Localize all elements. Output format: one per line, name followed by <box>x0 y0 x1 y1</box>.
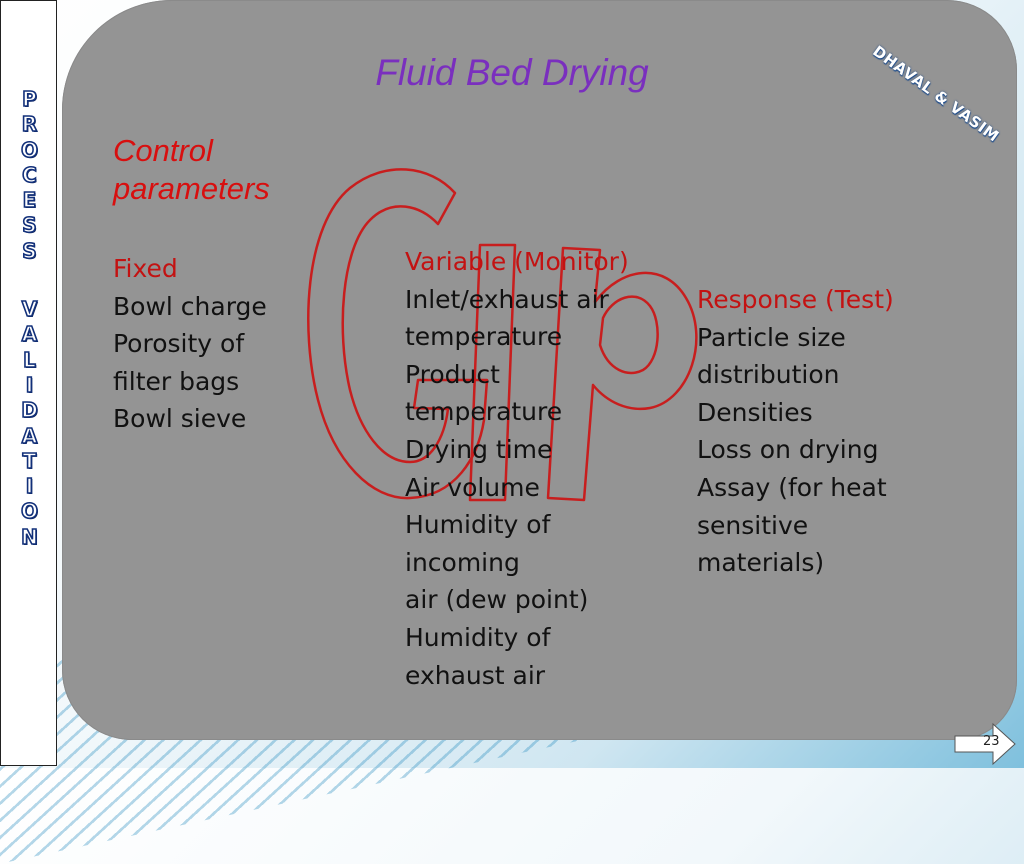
list-item: Bowl charge <box>113 291 267 321</box>
variable-parameters-column: Variable (Monitor) Inlet/exhaust air tem… <box>405 243 695 694</box>
list-item: filter bags <box>113 366 240 396</box>
list-item: Densities <box>697 397 813 427</box>
sidebar-letter: V <box>21 296 38 322</box>
sidebar-letter: N <box>20 524 38 550</box>
sidebar-letter: S <box>21 213 37 239</box>
sidebar-letter: P <box>21 86 37 112</box>
sidebar-banner: P R O C E S S V A L I D A T I O N <box>0 0 57 766</box>
sidebar-letter: R <box>21 111 38 137</box>
sidebar-letter: O <box>20 137 39 163</box>
list-item: incoming <box>405 547 520 577</box>
sidebar-letter: L <box>22 347 36 373</box>
sidebar-letter: I <box>25 473 34 499</box>
page-number: 23 <box>983 734 1000 749</box>
sidebar-letter: D <box>20 397 38 423</box>
page-number-badge[interactable]: 23 <box>953 722 1017 766</box>
fixed-heading: Fixed <box>113 254 178 283</box>
list-item: materials) <box>697 548 825 578</box>
subtitle-line: parameters <box>113 171 270 206</box>
list-item: Assay (for heat <box>697 472 887 502</box>
list-item: Porosity of <box>113 329 245 359</box>
response-heading: Response (Test) <box>697 285 894 314</box>
sidebar-letter: E <box>22 187 37 213</box>
fixed-parameters-column: Fixed Bowl charge Porosity of filter bag… <box>113 250 343 438</box>
sidebar-letter: O <box>20 499 39 525</box>
slide-subtitle: Control parameters <box>113 132 373 208</box>
slide-content-panel <box>62 0 1017 740</box>
subtitle-line: Control <box>113 133 213 168</box>
next-arrow-icon <box>954 722 1016 766</box>
list-item: Humidity of <box>405 622 551 652</box>
sidebar-letter: S <box>21 238 37 264</box>
list-item: Inlet/exhaust air <box>405 284 609 314</box>
response-parameters-column: Response (Test) Particle size distributi… <box>697 281 997 582</box>
list-item: distribution <box>697 360 840 390</box>
sidebar-letter: I <box>25 372 34 398</box>
list-item: Product <box>405 359 500 389</box>
list-item: Particle size <box>697 322 846 352</box>
list-item: Bowl sieve <box>113 404 247 434</box>
list-item: temperature <box>405 322 563 352</box>
list-item: Drying time <box>405 434 553 464</box>
list-item: Air volume <box>405 472 540 502</box>
list-item: temperature <box>405 397 563 427</box>
list-item: exhaust air <box>405 660 546 690</box>
list-item: air (dew point) <box>405 585 589 615</box>
sidebar-vertical-text: P R O C E S S V A L I D A T I O N <box>1 86 58 550</box>
variable-heading: Variable (Monitor) <box>405 247 629 276</box>
slide-title: Fluid Bed Drying <box>375 52 649 93</box>
list-item: sensitive <box>697 510 809 540</box>
sidebar-letter: T <box>22 448 37 474</box>
list-item: Loss on drying <box>697 435 879 465</box>
sidebar-letter: A <box>21 423 38 449</box>
sidebar-letter: A <box>21 322 38 348</box>
list-item: Humidity of <box>405 510 551 540</box>
sidebar-letter: C <box>21 162 37 188</box>
